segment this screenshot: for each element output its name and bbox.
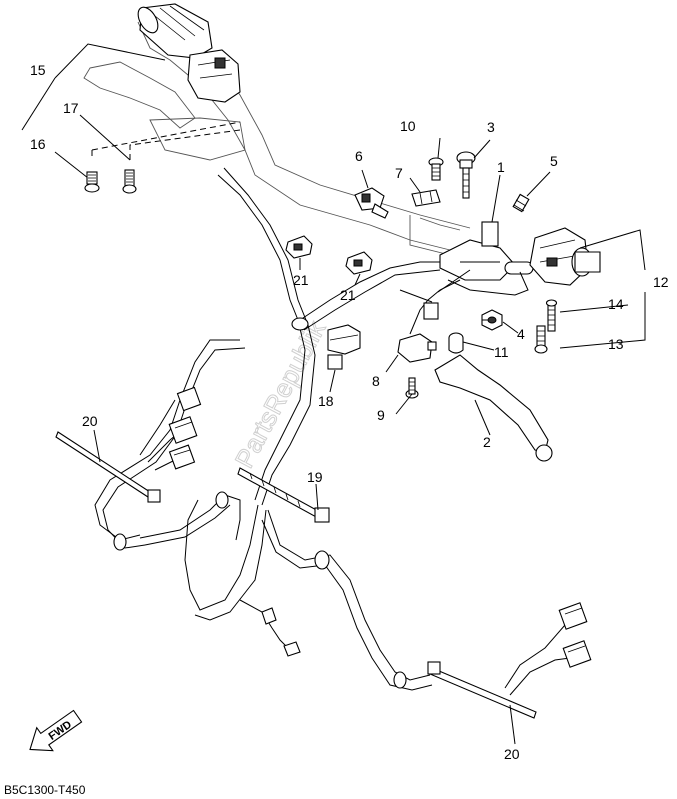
clamp-18 [327,324,361,370]
cable-tie-20-left [55,431,161,503]
right-switch-assembly [529,227,601,286]
left-leaders [21,43,241,179]
callout-19: 19 [307,469,323,485]
cable-tie-19 [237,467,330,523]
cable-tie-20-right [427,661,537,719]
reference-code: B5C1300-T450 [4,783,86,797]
left-grip [137,3,213,59]
nut-4 [481,309,503,331]
screw-5 [512,193,530,213]
callout-21-right: 21 [340,287,356,303]
callout-11: 11 [494,344,509,360]
callout-7: 7 [395,165,403,181]
wiring-harness [94,167,592,696]
callout-17: 17 [63,100,79,116]
callout-12: 12 [653,274,669,290]
part-6 [354,187,389,219]
clip-21-left [285,235,313,259]
fwd-arrow: FWD [29,709,83,752]
callout-15: 15 [30,62,46,78]
callout-8: 8 [372,373,380,389]
brake-lever [434,354,553,462]
right-leaders [299,137,646,436]
callout-9: 9 [377,407,385,423]
callout-6: 6 [355,148,363,164]
callout-13: 13 [608,336,624,352]
lever-holder [439,221,534,281]
callout-20-right: 20 [504,746,520,762]
screw-13 [534,325,548,354]
callout-1: 1 [497,159,505,175]
callout-20-left: 20 [82,413,98,429]
screw-10 [428,157,444,181]
callout-labels: 15 17 16 10 3 6 1 5 7 12 14 13 4 11 8 9 … [30,62,669,762]
callout-2: 2 [483,434,491,450]
watermark: PartsRepublik [229,315,332,473]
callout-18: 18 [318,393,334,409]
part-7-clip [411,189,441,207]
collar-11 [448,332,464,354]
screw-17 [122,169,137,194]
clip-21-right [345,251,373,275]
callout-16: 16 [30,136,46,152]
callout-10: 10 [400,118,416,134]
callout-3: 3 [487,119,495,135]
screw-9 [405,377,419,399]
callout-5: 5 [550,153,558,169]
left-switch-assembly [83,49,246,161]
tie-leaders [93,429,516,745]
callout-14: 14 [608,296,624,312]
screw-14 [545,299,558,332]
callout-21-left: 21 [293,272,309,288]
screw-16 [84,171,100,193]
bolt-3 [456,151,476,199]
callout-4: 4 [517,326,525,342]
switch-8 [397,279,461,363]
